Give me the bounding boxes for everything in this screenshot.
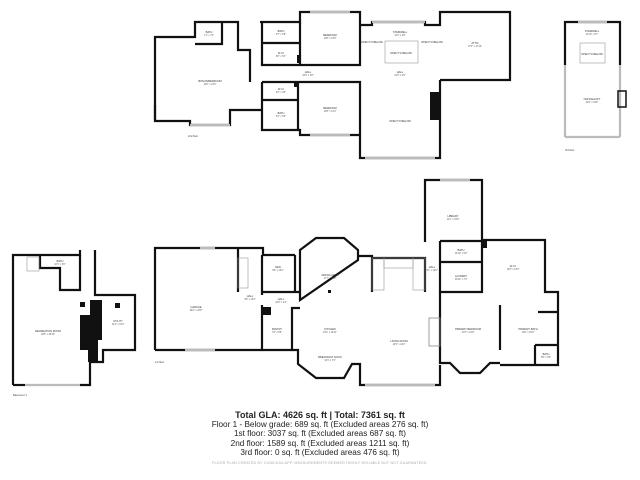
room-name: BATH bbox=[206, 30, 213, 34]
third-floor-label: 3rd floor bbox=[565, 148, 575, 152]
room-dimensions: 16'2" x 19'6" bbox=[586, 102, 599, 104]
room-dimensions: 8'1" x 3'3" bbox=[276, 92, 286, 94]
room-dimensions: 20'0" x 16'0" bbox=[204, 84, 217, 86]
room-name: DINING AREA bbox=[322, 273, 339, 277]
room-name: W.I.C bbox=[278, 51, 284, 55]
room-dimensions: 7'1" x 7'2" bbox=[204, 35, 214, 37]
room-name: KITCHEN bbox=[324, 327, 336, 331]
first-floor-walls bbox=[153, 178, 560, 387]
room-dimensions: 16'4" x 13'0" bbox=[507, 269, 520, 271]
second-floor-label: 2nd floor bbox=[188, 134, 198, 138]
room-dimensions: 10'10" x 7'3" bbox=[455, 279, 468, 281]
room-name: BATH bbox=[278, 111, 285, 115]
room-name: ATTIC bbox=[471, 41, 478, 45]
area-summary: Total GLA: 4626 sq. ft | Total: 7361 sq.… bbox=[0, 410, 640, 465]
third-floor-walls bbox=[563, 20, 627, 139]
room-dimensions: 26'4" x 24'8" bbox=[190, 310, 203, 312]
room-name: OPEN TO BELOW bbox=[421, 40, 443, 44]
room-dimensions: 13'0" x 15'2" bbox=[522, 332, 535, 334]
room-name: UTILITY bbox=[113, 319, 123, 323]
room-dimensions: 13'8" x 13'8" bbox=[324, 38, 337, 40]
room-name: OPEN TO BELOW bbox=[361, 40, 383, 44]
room-dimensions: 13'10" x 5'7" bbox=[586, 34, 599, 36]
room-dimensions: 8'1" x 5'5" bbox=[276, 116, 286, 118]
room-name: LAUNDRY bbox=[455, 274, 468, 278]
second-floor-walls bbox=[153, 10, 512, 160]
room-dimensions: 10'2" x 4'4" bbox=[275, 302, 287, 304]
room-name: LIVING ROOM bbox=[390, 339, 407, 343]
room-dimensions: 10'1" x 6'0" bbox=[54, 264, 66, 266]
room-name: BREAKFAST NOOK bbox=[318, 355, 342, 359]
room-dimensions: 27'2" x 17'10" bbox=[468, 46, 482, 48]
total-area: Total GLA: 4626 sq. ft | Total: 7361 sq.… bbox=[235, 410, 405, 420]
basement-walls bbox=[11, 250, 137, 387]
room-name: BONUS/BEDROOM bbox=[198, 79, 221, 83]
room-name: GARAGE bbox=[190, 305, 201, 309]
room-name: BEDROOM bbox=[323, 33, 336, 37]
summary-line: Floor 1 - Below grade: 689 sq. ft (Exclu… bbox=[211, 420, 429, 429]
room-dimensions: 8'0" x 5'1" bbox=[276, 56, 286, 58]
room-dimensions: 7'8" x 8'5" bbox=[272, 332, 282, 334]
room-dimensions: 17'7" x 18'6" bbox=[324, 278, 337, 280]
room-dimensions: 10'10" x 5'8" bbox=[455, 253, 468, 255]
basement-label: Basement 1 bbox=[13, 393, 27, 397]
room-dimensions: 20'0" x 36'10" bbox=[41, 334, 55, 336]
room-name: BATH bbox=[458, 248, 465, 252]
room-name: W.I.C bbox=[278, 87, 284, 91]
room-dimensions: 9'6" x 10'4" bbox=[272, 270, 284, 272]
room-dimensions: 14'2" x 15'2" bbox=[112, 324, 125, 326]
room-dimensions: 9'7" x 5'8" bbox=[276, 34, 286, 36]
room-name: HALL bbox=[278, 297, 285, 301]
room-dimensions: 18'4" x 10'11" bbox=[323, 332, 337, 334]
room-dimensions: 14'1" x 15'8" bbox=[447, 219, 460, 221]
summary-line: 1st floor: 3037 sq. ft (Excluded areas 6… bbox=[233, 429, 407, 439]
room-dimensions: 21'2" x 4'5" bbox=[394, 75, 406, 77]
summary-line: 2nd floor: 1589 sq. ft (Excluded areas 1… bbox=[230, 438, 410, 448]
room-name: PRIMARY BEDROOM bbox=[455, 327, 481, 331]
room-name: STAIRWELL bbox=[393, 30, 408, 34]
room-name: LIBRARY bbox=[447, 214, 458, 218]
disclaimer: FLOOR PLAN CREATED BY CUBICASA APP. MEAS… bbox=[212, 460, 428, 465]
room-dimensions: 13'1" x 4'8" bbox=[394, 35, 406, 37]
room-name: PANTRY bbox=[272, 327, 283, 331]
room-name: OPEN TO BELOW bbox=[390, 51, 412, 55]
room-name: HALL bbox=[429, 265, 436, 269]
floor-plan-drawing: 2nd floor 3rd floor 1st floor Basement 1… bbox=[11, 10, 627, 397]
room-name: BATH bbox=[57, 259, 64, 263]
room-dimensions: 6'8" x 13'4" bbox=[244, 299, 256, 301]
first-floor-label: 1st floor bbox=[155, 360, 164, 364]
room-name: OFFICE/LOFT bbox=[584, 97, 601, 101]
room-name: HALL bbox=[397, 70, 404, 74]
room-name: DEN bbox=[275, 265, 281, 269]
room-name: RECREATION ROOM bbox=[35, 329, 61, 333]
room-dimensions: 13'8" x 14'4" bbox=[324, 111, 337, 113]
room-name: STAIRWELL bbox=[585, 29, 600, 33]
room-name: W.I.C bbox=[510, 264, 516, 268]
room-dimensions: 5'8" x 5'2" bbox=[541, 357, 551, 359]
room-name: OPEN TO BELOW bbox=[389, 119, 411, 123]
room-name: HALL bbox=[247, 294, 254, 298]
room-name: PRIMARY BATH bbox=[518, 327, 537, 331]
summary-line: 3rd floor: 0 sq. ft (Excluded areas 476 … bbox=[240, 448, 400, 458]
room-name: BATH bbox=[278, 29, 285, 33]
room-dimensions: 4'1" x 12'6" bbox=[426, 270, 438, 272]
room-name: HALL bbox=[305, 70, 312, 74]
room-name: BATH bbox=[543, 352, 550, 356]
room-name: BEDROOM bbox=[323, 106, 336, 110]
room-dimensions: 16'1" x 7'2" bbox=[324, 360, 336, 362]
room-dimensions: 33'3" x 4'8" bbox=[302, 75, 314, 77]
room-dimensions: 21'5" x 24'2" bbox=[393, 344, 406, 346]
room-dimensions: 17'6" x 21'8" bbox=[462, 332, 475, 334]
room-name: OPEN TO BELOW bbox=[581, 52, 603, 56]
